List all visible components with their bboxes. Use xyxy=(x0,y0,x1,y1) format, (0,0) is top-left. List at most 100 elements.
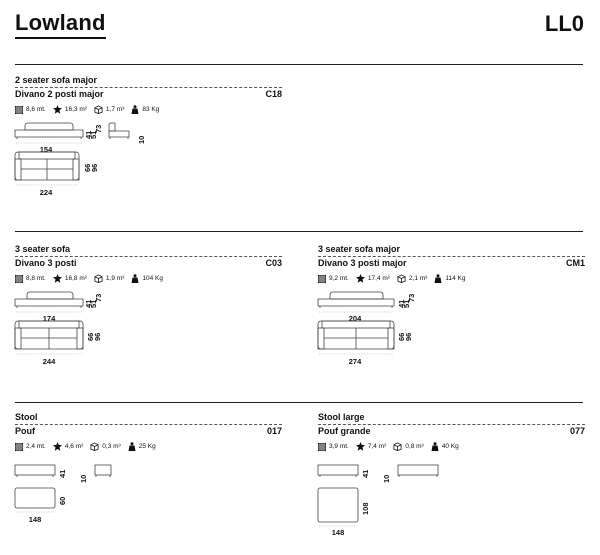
pouf-side-view xyxy=(397,464,439,477)
product-077: Stool large Pouf grande 077 3,9 mt. 7,4 … xyxy=(317,412,585,537)
pouf-drawings: 41 10 60 148 xyxy=(14,464,112,524)
dim-depth-a: 41 xyxy=(397,300,406,308)
volume-cube-icon xyxy=(393,442,402,451)
product-code: C03 xyxy=(265,258,282,268)
product-name-it: Pouf grande xyxy=(318,426,371,436)
spec-fabric: 8,8 mt. xyxy=(26,275,46,282)
dim-front-width: 204 xyxy=(349,314,362,323)
pouf-top-view xyxy=(317,487,359,523)
dim-top-width: 148 xyxy=(29,515,42,524)
product-cm1: 3 seater sofa major Divano 3 posti major… xyxy=(317,244,585,369)
fabric-meters-icon xyxy=(15,274,23,283)
pouf-front-view xyxy=(317,464,359,477)
fabric-meters-icon xyxy=(15,442,23,451)
product-code: 077 xyxy=(569,426,585,436)
spec-leather: 17,4 m² xyxy=(367,275,390,282)
dotted-rule xyxy=(318,424,585,425)
spec-leather: 4,6 m² xyxy=(64,443,84,450)
dim-top-d1: 66 xyxy=(397,333,406,341)
dimension-drawings: 41 10 108 148 xyxy=(317,457,585,537)
spec-volume: 2,1 m³ xyxy=(408,275,428,282)
section-divider xyxy=(15,231,583,232)
sofa-side-view xyxy=(108,122,130,139)
dim-depth-b: 51 xyxy=(402,300,411,308)
sofa-front-view xyxy=(14,122,84,139)
product-017: Stool Pouf 017 2,4 mt. 4,6 m² 0,3 m³ 25 … xyxy=(14,412,282,527)
product-name-en: 3 seater sofa major xyxy=(318,244,401,254)
product-name-it: Divano 3 posti major xyxy=(318,258,407,268)
product-name-it: Divano 3 posti xyxy=(15,258,77,268)
pouf-side-view xyxy=(94,464,112,477)
section-divider xyxy=(15,402,583,403)
dim-side-height: 10 xyxy=(137,136,146,144)
spec-weight: 83 Kg xyxy=(142,106,160,113)
dim-top-depth: 108 xyxy=(361,502,370,515)
dimension-drawings: 154 41 51 73 10 66 96 224 xyxy=(14,120,282,200)
spec-volume: 0,3 m³ xyxy=(102,443,121,450)
dotted-rule xyxy=(15,256,282,257)
spec-fabric: 9,2 mt. xyxy=(329,275,349,282)
product-name-en: Stool large xyxy=(318,412,365,422)
dim-side-height: 10 xyxy=(79,475,88,483)
product-name-en: Stool xyxy=(15,412,38,422)
product-name-it: Divano 2 posti major xyxy=(15,89,104,99)
product-code: C18 xyxy=(265,89,282,99)
dim-depth-a: 41 xyxy=(84,300,93,308)
sofa-front-view xyxy=(14,291,84,308)
dimension-drawings: 41 10 60 148 xyxy=(14,457,282,527)
spec-fabric: 2,4 mt. xyxy=(26,443,46,450)
pouf-top-view xyxy=(14,487,56,509)
dim-top-width: 224 xyxy=(40,188,53,197)
leather-area-icon xyxy=(52,442,62,451)
spec-fabric: 3,9 mt. xyxy=(329,443,349,450)
depth-labels: 41 51 73 xyxy=(84,125,103,139)
dotted-rule xyxy=(318,256,585,257)
pouf-large-drawings: 41 10 108 148 xyxy=(317,464,439,537)
spec-weight: 104 Kg xyxy=(142,275,163,282)
dim-side-height: 10 xyxy=(382,475,391,483)
product-c03: 3 seater sofa Divano 3 posti C03 8,8 mt.… xyxy=(14,244,282,369)
fabric-meters-icon xyxy=(318,274,326,283)
product-code: CM1 xyxy=(565,258,585,268)
dim-depth-b: 51 xyxy=(89,131,98,139)
spec-weight: 40 Kg xyxy=(441,443,459,450)
dim-front-width: 174 xyxy=(43,314,56,323)
spec-leather: 16,8 m² xyxy=(64,275,87,282)
weight-icon xyxy=(131,105,139,114)
dim-top-d2: 96 xyxy=(90,164,99,172)
dim-top-d2: 96 xyxy=(404,333,413,341)
spec-volume: 1,7 m³ xyxy=(105,106,125,113)
spec-leather: 7,4 m² xyxy=(367,443,387,450)
dim-top-d1: 66 xyxy=(83,164,92,172)
leather-area-icon xyxy=(52,105,62,114)
weight-icon xyxy=(434,274,442,283)
product-c18: 2 seater sofa major Divano 2 posti major… xyxy=(14,75,282,200)
dim-top-depth: 60 xyxy=(58,497,67,505)
dim-depth-b: 51 xyxy=(89,300,98,308)
dim-front-height: 41 xyxy=(361,470,370,478)
fabric-meters-icon xyxy=(318,442,326,451)
sofa-front-top-drawings: 204 41 51 73 66 96 274 xyxy=(317,291,416,366)
dim-front-height: 41 xyxy=(58,470,67,478)
volume-cube-icon xyxy=(94,105,103,114)
product-name-en: 2 seater sofa major xyxy=(15,75,98,85)
brand-title: Lowland xyxy=(15,10,106,39)
dim-top-d1: 66 xyxy=(86,333,95,341)
spec-weight: 25 Kg xyxy=(138,443,156,450)
dim-front-width: 154 xyxy=(40,145,53,154)
dim-depth-a: 41 xyxy=(84,131,93,139)
weight-icon xyxy=(131,274,139,283)
spec-weight: 114 Kg xyxy=(445,275,466,282)
sofa-top-view xyxy=(14,151,80,181)
sofa-front-side-top-drawings: 154 41 51 73 10 66 96 224 xyxy=(14,122,146,197)
product-code: 017 xyxy=(266,426,282,436)
weight-icon xyxy=(128,442,136,451)
dim-depth-c: 73 xyxy=(94,125,103,133)
collection-code: LL0 xyxy=(544,11,584,36)
dim-top-width: 274 xyxy=(349,357,362,366)
leather-area-icon xyxy=(52,274,62,283)
spec-fabric: 8,6 mt. xyxy=(26,106,46,113)
leather-area-icon xyxy=(355,274,365,283)
dotted-rule xyxy=(15,424,282,425)
dim-top-width: 244 xyxy=(43,357,56,366)
